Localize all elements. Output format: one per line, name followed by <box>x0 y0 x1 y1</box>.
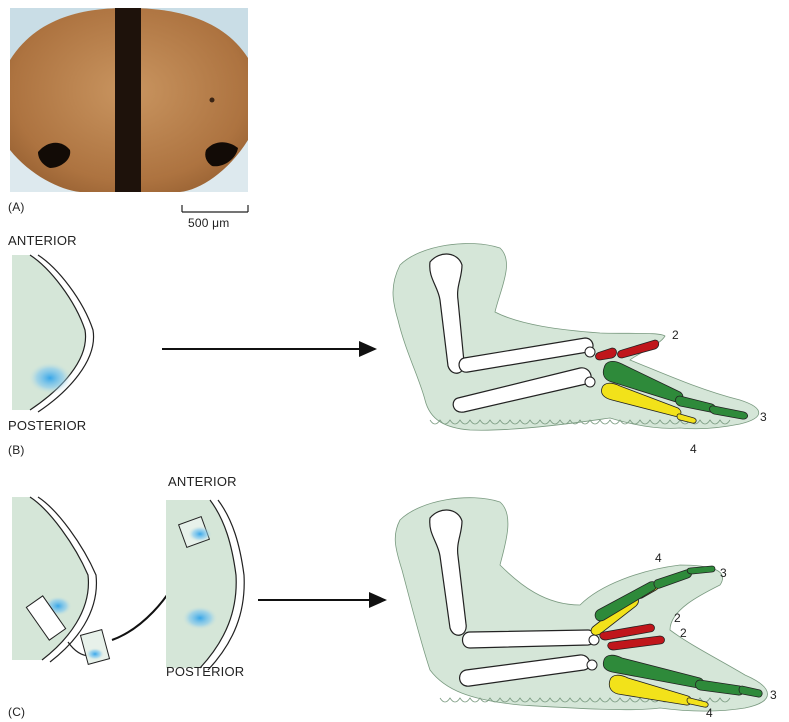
zpa-region-b <box>28 362 72 394</box>
limb-bud-c-recipient <box>166 500 244 670</box>
scale-bar <box>182 205 248 212</box>
digit-label-4-c-top: 4 <box>655 551 662 565</box>
wing-c <box>395 498 767 711</box>
zpa-graft-anterior <box>188 526 212 542</box>
digit-label-2-c-a: 2 <box>674 611 681 625</box>
panel-c-label: (C) <box>8 705 25 719</box>
scale-bar-label: 500 μm <box>188 216 229 230</box>
embryo-photo <box>10 8 248 192</box>
posterior-label-b: POSTERIOR <box>8 418 86 433</box>
digit-label-2-b: 2 <box>672 328 679 342</box>
wing-b <box>393 243 759 430</box>
anterior-label-c: ANTERIOR <box>168 474 237 489</box>
panel-b-label: (B) <box>8 443 25 457</box>
graft-piece <box>80 630 109 665</box>
digit-label-3-b: 3 <box>760 410 767 424</box>
panel-a-label: (A) <box>8 200 25 214</box>
digit-label-3-c-bottom: 3 <box>770 688 777 702</box>
digit-label-4-b: 4 <box>690 442 697 456</box>
digit-label-3-c-top: 3 <box>720 566 727 580</box>
limb-bud-b <box>12 255 94 412</box>
zpa-region-c <box>182 606 218 630</box>
anterior-label-b: ANTERIOR <box>8 233 77 248</box>
digit-label-2-c-b: 2 <box>680 626 687 640</box>
posterior-label-c: POSTERIOR <box>166 664 244 679</box>
digit-label-4-c-bottom: 4 <box>706 706 713 720</box>
